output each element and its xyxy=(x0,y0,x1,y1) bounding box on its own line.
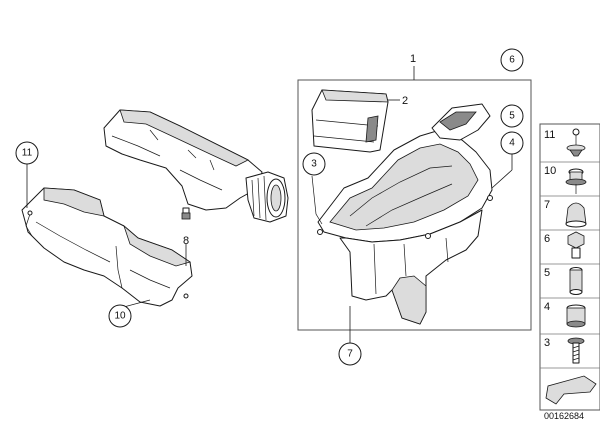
legend-item-4: 4 xyxy=(544,301,550,313)
clip-fastener xyxy=(181,207,191,220)
parts-legend: 11 10 7 6 5 xyxy=(539,123,600,411)
hex-bolt-icon xyxy=(567,231,585,259)
sleeve-icon xyxy=(569,267,583,295)
callout-3-text: 3 xyxy=(311,159,317,170)
legend-item-11: 11 xyxy=(544,129,555,141)
leader-4-b xyxy=(491,169,513,189)
screw-washer-icon xyxy=(565,168,587,194)
callout-4-main: 4 xyxy=(500,131,524,155)
legend-item-10: 10 xyxy=(544,165,556,177)
grommet-icon xyxy=(566,304,586,328)
legend-item-7: 7 xyxy=(544,199,550,211)
lower-air-duct xyxy=(21,187,193,307)
air-filter-housing xyxy=(317,103,493,325)
legend-item-6: 6 xyxy=(544,233,550,245)
rubber-mount-icon xyxy=(565,202,587,228)
wedge-symbol-icon xyxy=(545,375,597,405)
callout-10-text: 10 xyxy=(114,311,126,322)
filter-element xyxy=(311,89,389,153)
callout-7-text: 7 xyxy=(347,349,353,360)
label-8: 8 xyxy=(183,235,189,247)
callout-10-main: 10 xyxy=(108,304,132,328)
callout-11-text: 11 xyxy=(22,148,33,159)
callout-6-text: 6 xyxy=(509,55,515,66)
callout-4-text: 4 xyxy=(509,138,515,149)
assembly-frame xyxy=(297,79,532,331)
callout-6-main: 6 xyxy=(500,48,524,72)
rivet-icon xyxy=(566,128,586,157)
label-1: 1 xyxy=(410,53,416,65)
callout-3-main: 3 xyxy=(302,152,326,176)
legend-item-3: 3 xyxy=(544,337,550,349)
callout-5-main: 5 xyxy=(500,104,524,128)
callout-5-text: 5 xyxy=(509,111,515,122)
intake-duct xyxy=(103,109,289,223)
screw-icon xyxy=(567,337,585,364)
label-2: 2 xyxy=(402,95,408,107)
callout-11-main: 11 xyxy=(15,141,39,165)
legend-item-5: 5 xyxy=(544,267,550,279)
callout-7-main: 7 xyxy=(338,342,362,366)
document-id: 00162684 xyxy=(544,411,584,421)
